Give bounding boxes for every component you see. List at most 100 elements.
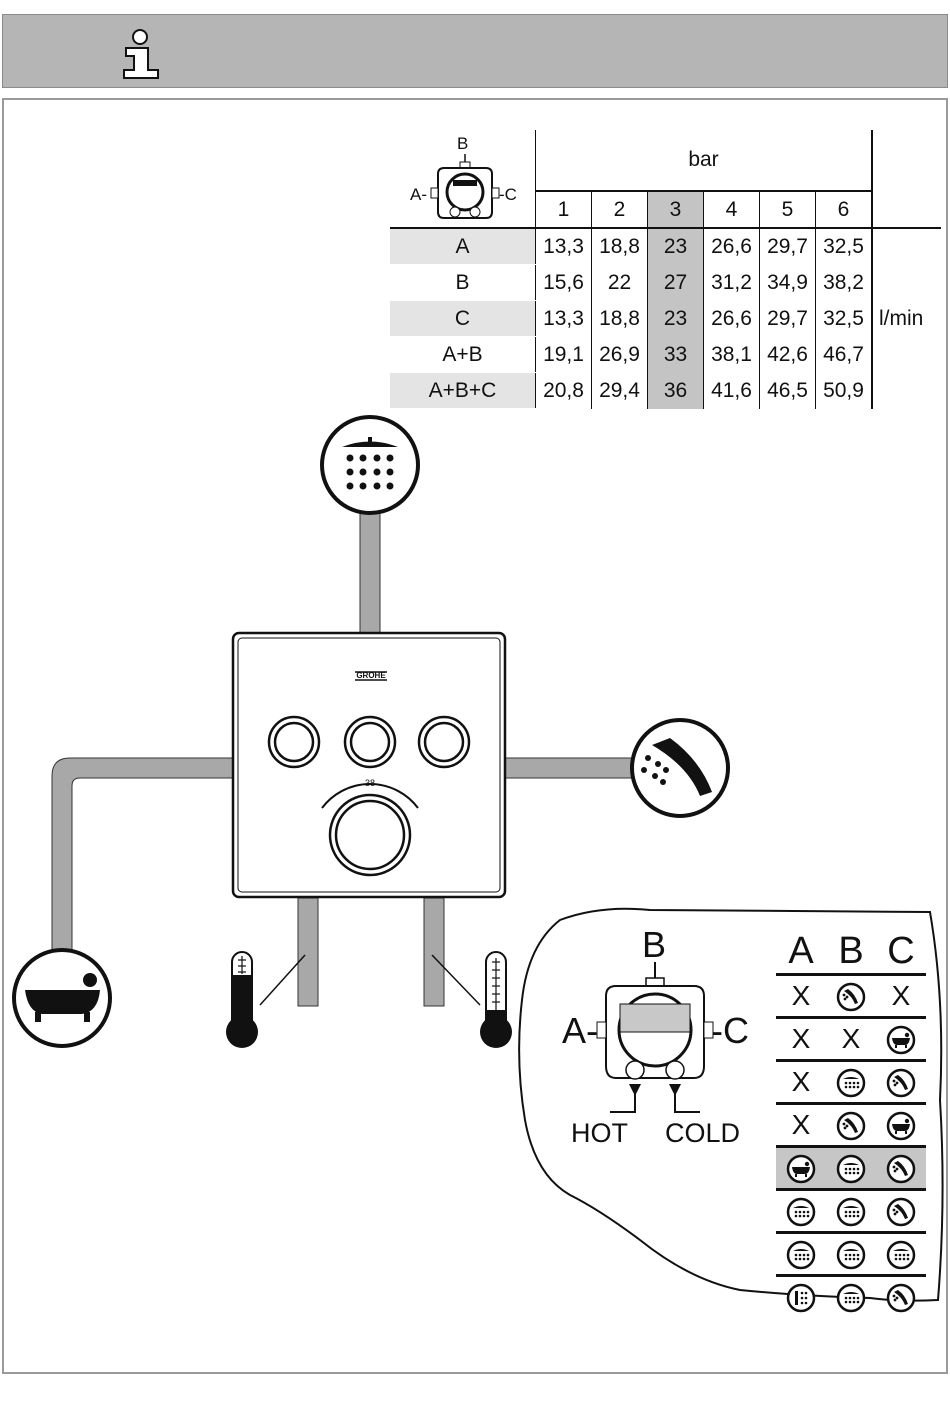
hand-icon — [886, 1154, 916, 1184]
hand-icon — [886, 1197, 916, 1227]
bath-icon — [886, 1111, 916, 1141]
table-cell: 29,7 — [760, 228, 816, 265]
table-cell: 23 — [648, 228, 704, 265]
table-cell: 29,4 — [592, 373, 648, 409]
bath-outlet-icon — [776, 1147, 826, 1190]
hand-outlet-icon — [876, 1276, 926, 1318]
table-cell: 26,9 — [592, 337, 648, 373]
head-icon — [786, 1240, 816, 1270]
table-cell: 31,2 — [704, 265, 760, 301]
combination-row — [776, 1190, 926, 1233]
table-cell: 42,6 — [760, 337, 816, 373]
table-cell: 29,7 — [760, 301, 816, 337]
column-header-b: B — [826, 930, 876, 975]
hand-icon — [886, 1283, 916, 1313]
table-row: C 13,3 18,8 23 26,6 29,7 32,5 l/min — [390, 301, 941, 337]
hand-icon — [886, 1068, 916, 1098]
combination-row — [776, 1233, 926, 1276]
temperature-mark: 38 — [365, 778, 375, 788]
head-outlet-icon — [826, 1147, 876, 1190]
head-outlet-icon — [776, 1233, 826, 1276]
table-cell: 38,2 — [816, 265, 873, 301]
table-cell: 46,5 — [760, 373, 816, 409]
row-label: A+B+C — [390, 373, 536, 409]
body-icon — [786, 1283, 816, 1313]
table-cell: 32,5 — [816, 301, 873, 337]
table-cell: 26,6 — [704, 228, 760, 265]
hand-outlet-icon — [876, 1147, 926, 1190]
hot-label: HOT — [571, 1118, 628, 1149]
closed-mark: X — [776, 1104, 826, 1147]
hand-shower-icon — [632, 720, 728, 816]
table-cell: 19,1 — [536, 337, 592, 373]
table-cell: 33 — [648, 337, 704, 373]
table-cell: 41,6 — [704, 373, 760, 409]
cold-thermometer-icon — [226, 952, 258, 1048]
row-label: A — [390, 228, 536, 265]
cold-label: COLD — [665, 1118, 740, 1149]
bathtub-icon — [14, 950, 110, 1046]
head-icon — [836, 1283, 866, 1313]
table-cell: 22 — [592, 265, 648, 301]
table-cell: 13,3 — [536, 301, 592, 337]
head-icon — [786, 1197, 816, 1227]
pressure-3: 3 — [648, 191, 704, 228]
head-icon — [886, 1240, 916, 1270]
flow-rate-table: bar 1 2 3 4 5 6 A 13,3 18,8 23 26,6 29,7… — [390, 130, 941, 409]
combination-row: X — [776, 1104, 926, 1147]
table-row: A 13,3 18,8 23 26,6 29,7 32,5 — [390, 228, 941, 265]
closed-mark: X — [826, 1018, 876, 1061]
inset-label-c: -C — [711, 1010, 749, 1052]
pressure-unit-label: bar — [536, 130, 873, 191]
table-cell: 38,1 — [704, 337, 760, 373]
table-cell: 34,9 — [760, 265, 816, 301]
bath-outlet-icon — [876, 1104, 926, 1147]
hand-outlet-icon — [876, 1190, 926, 1233]
head-outlet-icon — [876, 1233, 926, 1276]
table-cell: 13,3 — [536, 228, 592, 265]
pressure-2: 2 — [592, 191, 648, 228]
row-label: B — [390, 265, 536, 301]
table-cell: 27 — [648, 265, 704, 301]
bath-outlet-icon — [876, 1018, 926, 1061]
head-outlet-icon — [826, 1233, 876, 1276]
table-cell: 18,8 — [592, 301, 648, 337]
head-outlet-icon — [826, 1190, 876, 1233]
inset-label-a: A- — [562, 1010, 598, 1052]
hand-outlet-icon — [826, 975, 876, 1018]
hand-outlet-icon — [826, 1104, 876, 1147]
closed-mark: X — [776, 1061, 826, 1104]
table-cell: 20,8 — [536, 373, 592, 409]
closed-mark: X — [776, 975, 826, 1018]
combination-row: X — [776, 1061, 926, 1104]
head-icon — [836, 1068, 866, 1098]
head-icon — [836, 1197, 866, 1227]
flow-unit-label: l/min — [872, 301, 941, 337]
thermostat-mixer-plate: GROHE 38 — [233, 633, 505, 897]
head-outlet-icon — [776, 1190, 826, 1233]
hot-thermometer-icon — [480, 952, 512, 1048]
closed-mark: X — [876, 975, 926, 1018]
column-header-c: C — [876, 930, 926, 975]
head-outlet-icon — [826, 1276, 876, 1318]
pressure-6: 6 — [816, 191, 873, 228]
table-row: A+B 19,1 26,9 33 38,1 42,6 46,7 — [390, 337, 941, 373]
pressure-5: 5 — [760, 191, 816, 228]
table-row: A+B+C 20,8 29,4 36 41,6 46,5 50,9 — [390, 373, 941, 409]
table-cell: 50,9 — [816, 373, 873, 409]
bath-icon — [886, 1025, 916, 1055]
row-label: A+B — [390, 337, 536, 373]
table-cell: 23 — [648, 301, 704, 337]
row-label: C — [390, 301, 536, 337]
body-outlet-icon — [776, 1276, 826, 1318]
grohe-logo: GROHE — [356, 671, 386, 680]
head-outlet-icon — [826, 1061, 876, 1104]
inset-label-b: B — [642, 924, 666, 966]
table-cell: 18,8 — [592, 228, 648, 265]
hand-icon — [836, 982, 866, 1012]
table-cell: 36 — [648, 373, 704, 409]
table-row: B 15,6 22 27 31,2 34,9 38,2 — [390, 265, 941, 301]
table-cell: 15,6 — [536, 265, 592, 301]
hand-outlet-icon — [876, 1061, 926, 1104]
